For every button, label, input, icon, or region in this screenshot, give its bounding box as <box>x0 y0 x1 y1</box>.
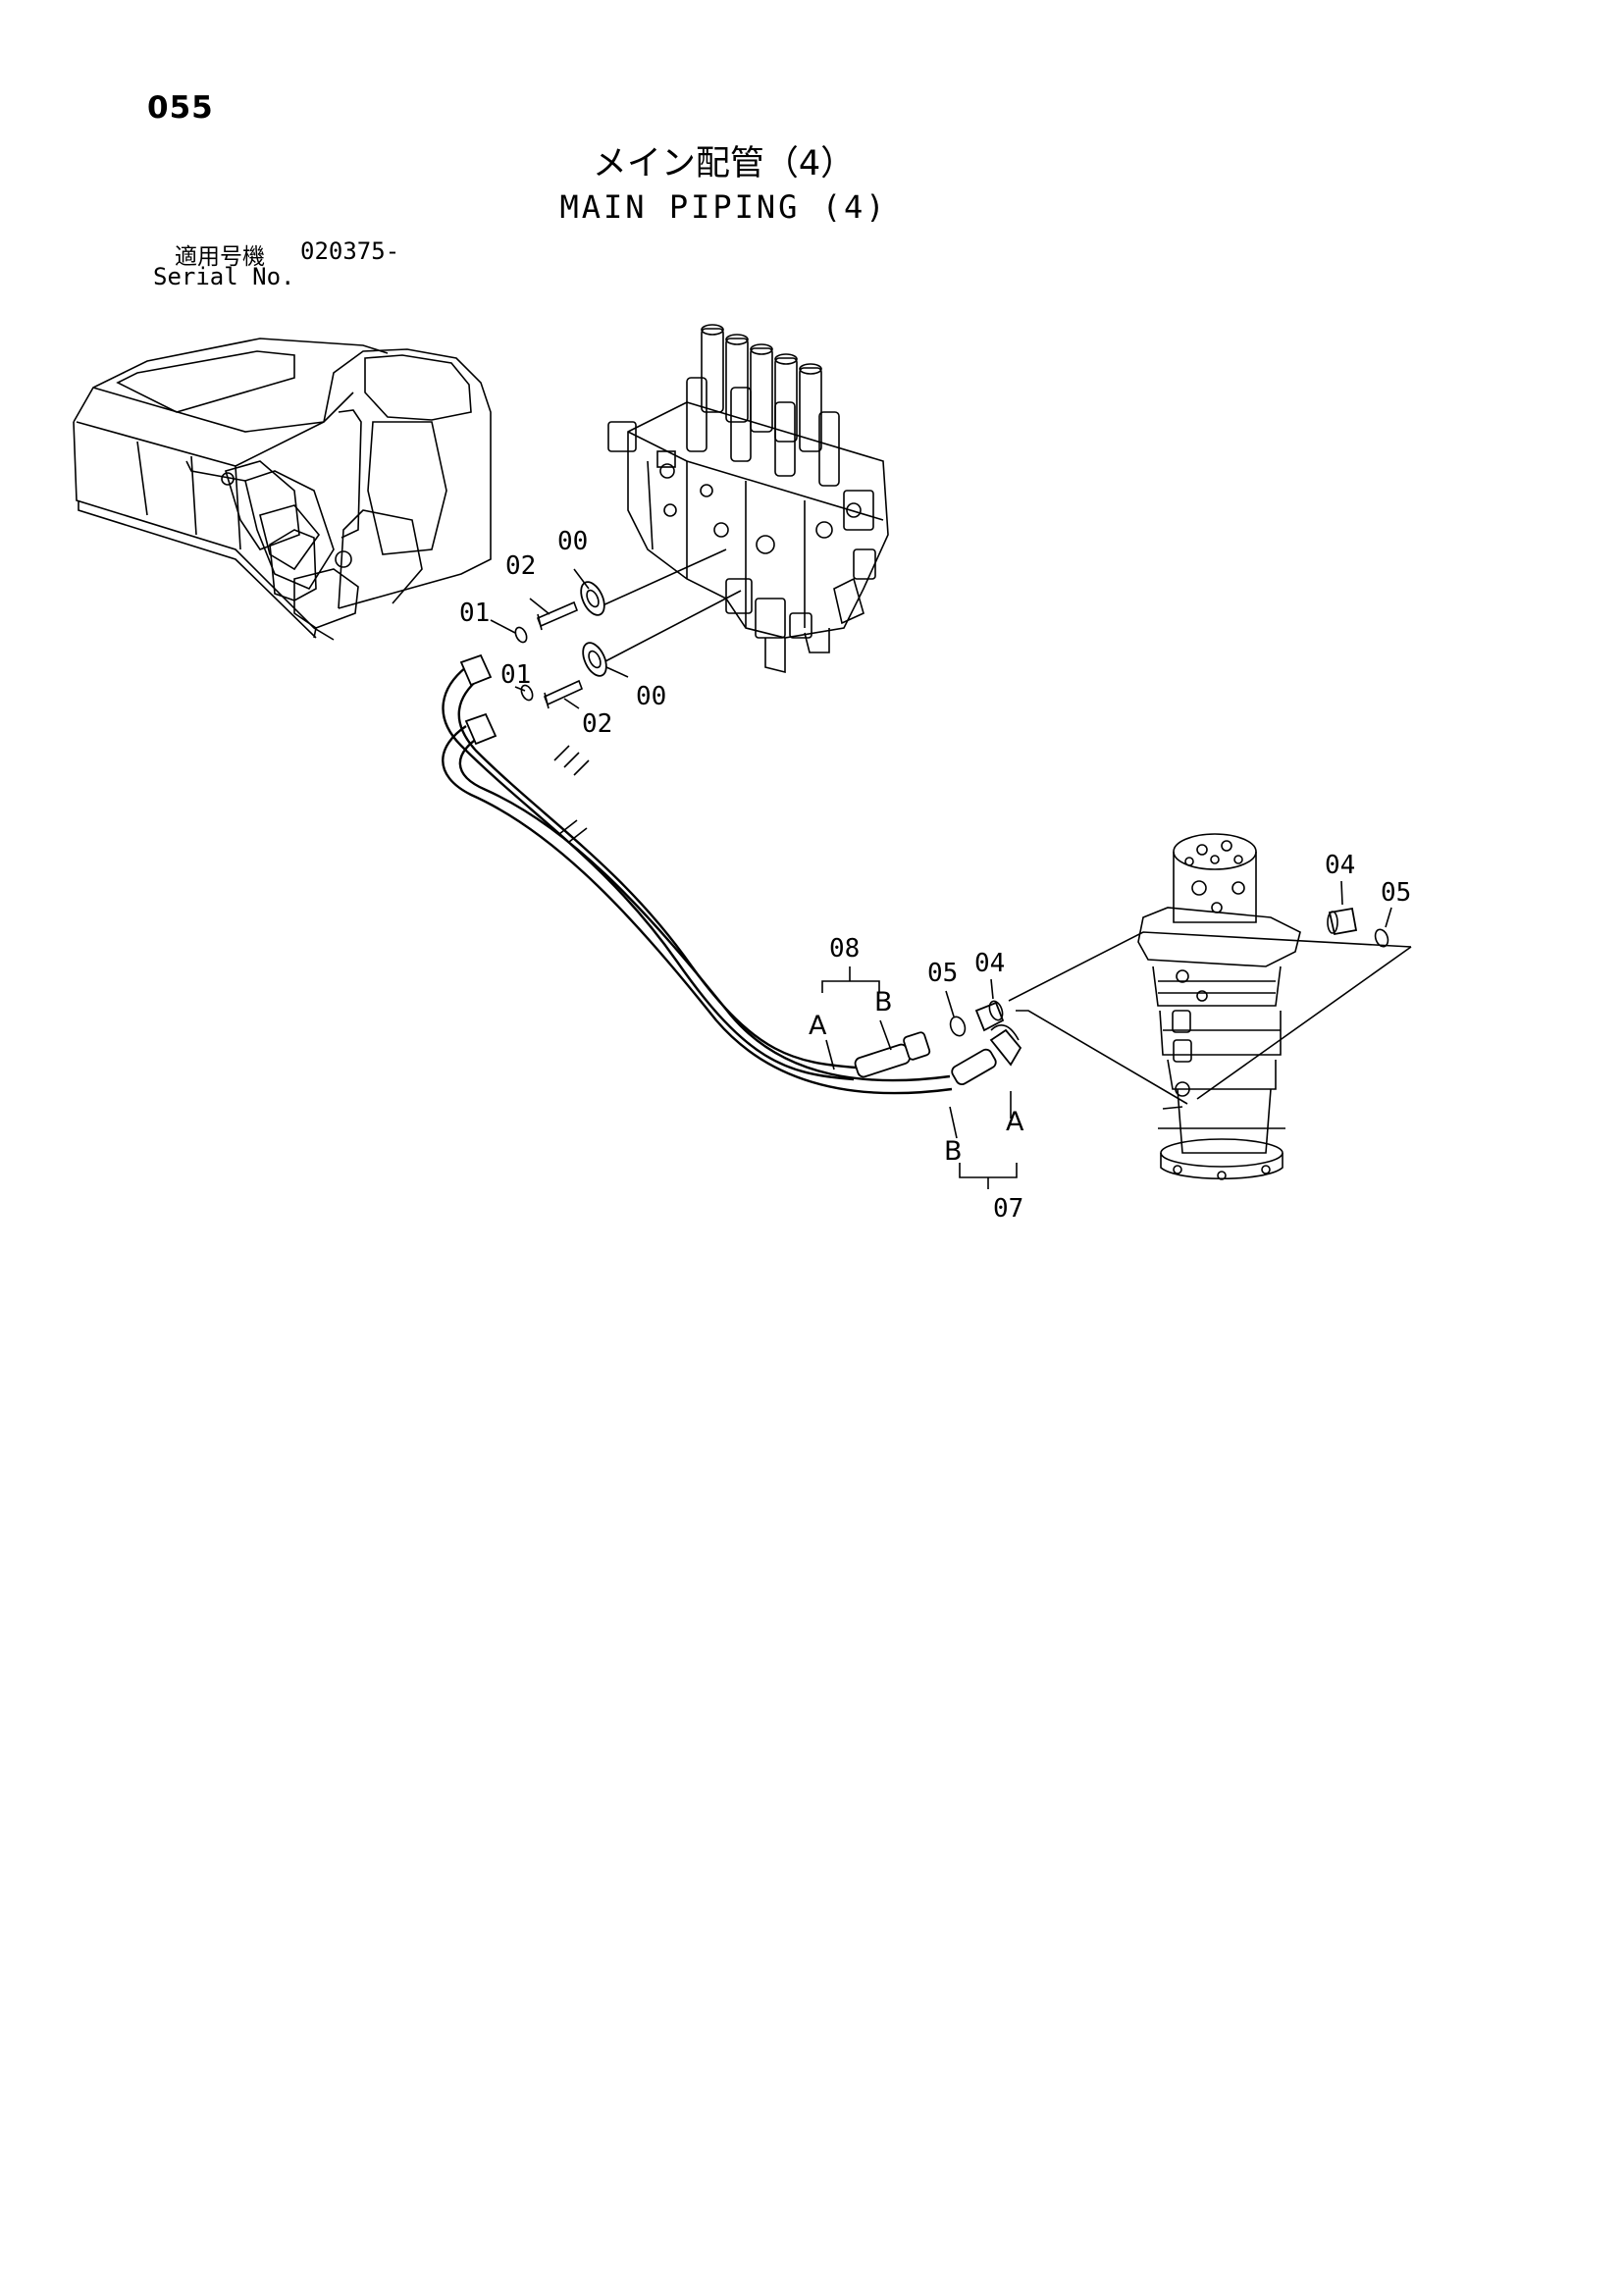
bracket-08 <box>821 980 880 993</box>
page-title-english: MAIN PIPING (4) <box>559 188 888 226</box>
callout-07: 07 <box>993 1194 1023 1224</box>
callout-04-left: 04 <box>974 949 1005 978</box>
adapter-right-group <box>1327 880 1392 948</box>
adapter-left-group <box>945 978 1005 1037</box>
machine-upper-structure <box>73 338 492 641</box>
hose-08-end-a: A <box>809 1011 827 1041</box>
page-number: 055 <box>147 90 214 126</box>
callout-02-top: 02 <box>505 551 536 581</box>
projection-line-swivel-top <box>1008 931 1412 1002</box>
flange-fittings <box>490 568 629 709</box>
hose-08-end-b: B <box>874 987 893 1017</box>
callout-02-bottom: 02 <box>582 709 612 739</box>
serial-number-value: 020375- <box>300 237 400 265</box>
callout-05-right: 05 <box>1381 878 1411 908</box>
serial-label-english: Serial No. <box>153 263 295 290</box>
swivel-joint <box>1137 833 1301 1180</box>
callout-00-top: 00 <box>557 527 588 556</box>
hose-07-end-a: A <box>1006 1107 1024 1137</box>
callout-04-right: 04 <box>1325 851 1355 880</box>
hydraulic-hoses <box>442 653 1022 1095</box>
serial-label-japanese: 適用号機 <box>175 244 265 270</box>
projection-line-bottom <box>602 590 742 663</box>
callout-05-left: 05 <box>927 959 958 988</box>
projection-line-swivel-right <box>1196 946 1412 1100</box>
page-title-japanese: メイン配管（4） <box>592 144 856 183</box>
projection-line-swivel-bottom <box>1016 1010 1188 1105</box>
callout-01-top: 01 <box>459 599 490 628</box>
control-valve-assembly <box>607 324 889 674</box>
callout-01-bottom: 01 <box>500 660 531 690</box>
projection-line-top <box>600 548 727 607</box>
hose-07-end-b: B <box>944 1136 963 1167</box>
callout-00-bottom: 00 <box>636 682 666 711</box>
bracket-07 <box>959 1163 1018 1178</box>
callout-08: 08 <box>829 934 860 964</box>
